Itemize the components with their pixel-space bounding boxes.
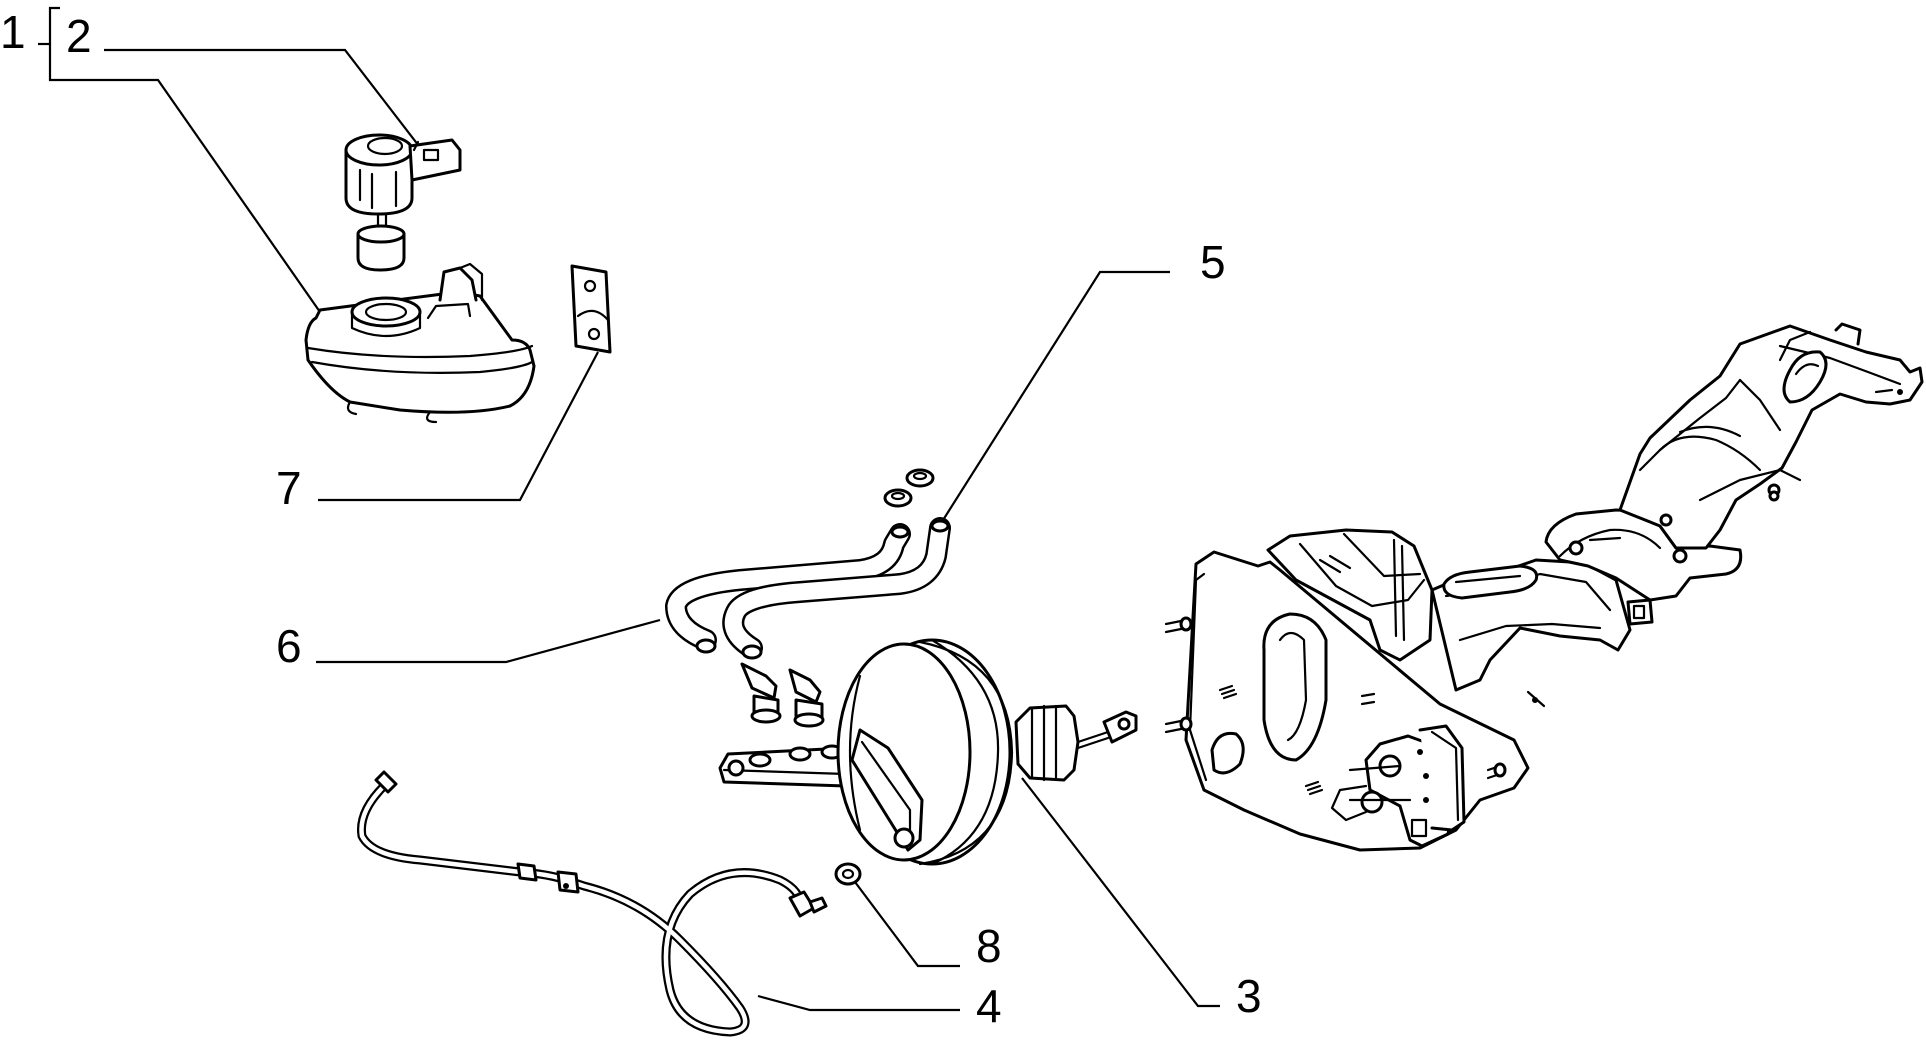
callout-7: 7 — [276, 462, 302, 514]
leader-6 — [316, 618, 661, 664]
pedal-box-assembly — [1164, 322, 1924, 852]
callout-2: 2 — [66, 10, 92, 62]
callout-numbers: 1 2 5 7 6 8 4 3 — [0, 6, 1262, 1032]
callout-8: 8 — [976, 920, 1002, 972]
brake-booster — [836, 638, 1138, 866]
leader-7 — [318, 351, 599, 502]
vacuum-hoses — [665, 468, 951, 660]
hose-clamp-nuts — [883, 468, 935, 508]
callout-6: 6 — [276, 620, 302, 672]
leader-5 — [937, 270, 1170, 529]
leader-1-bracket — [48, 6, 321, 313]
callout-3: 3 — [1236, 970, 1262, 1022]
leader-3 — [1021, 777, 1220, 1008]
reservoir-cap-sensor — [344, 133, 462, 272]
nut — [834, 862, 862, 886]
callout-4: 4 — [976, 980, 1002, 1032]
reservoir-gasket — [570, 264, 612, 354]
check-valves — [740, 662, 825, 728]
leader-2 — [104, 48, 423, 151]
leader-lines — [38, 6, 1220, 1012]
leader-8 — [851, 877, 960, 968]
brake-fluid-reservoir — [304, 262, 536, 424]
brake-pipe — [356, 770, 828, 1037]
leader-4 — [757, 994, 960, 1012]
callout-5: 5 — [1200, 236, 1226, 288]
callout-1: 1 — [0, 6, 26, 58]
